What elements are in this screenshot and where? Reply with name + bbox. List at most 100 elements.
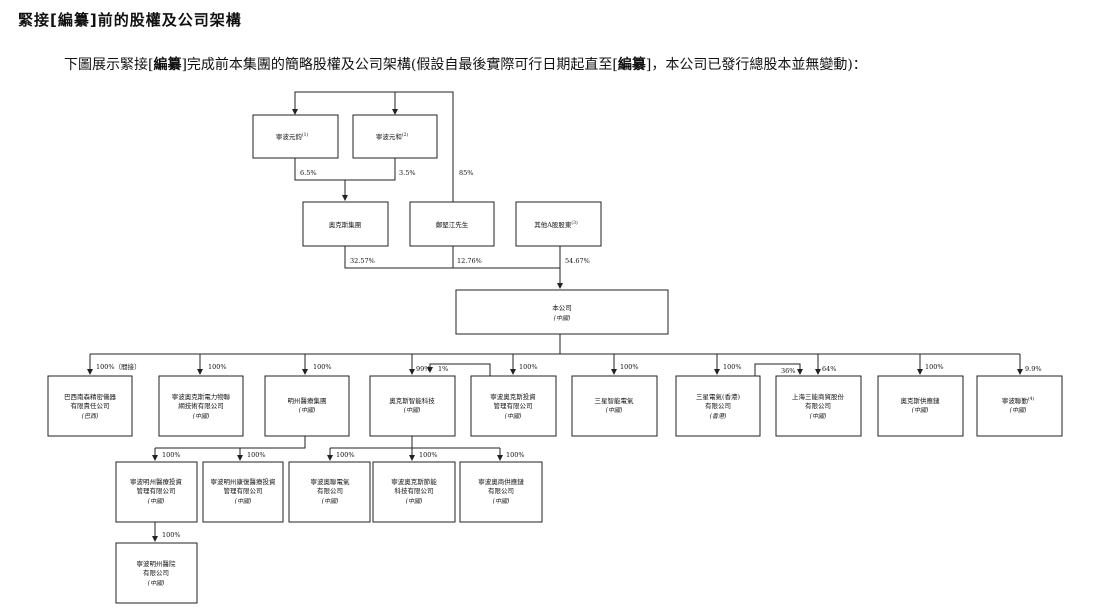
node-jurisdiction: (中國) xyxy=(322,497,339,505)
svg-text:其他A股股東(3): 其他A股股東(3) xyxy=(534,219,578,229)
node-label: 本公司 xyxy=(552,303,572,312)
pct-mingzhou: 100% xyxy=(313,363,332,371)
node-mz-med-invest: 寧波明州醫療投資 管理有限公司 (中國) xyxy=(115,461,198,523)
node-aux-gongying: 寧波奧商供應鏈 有限公司 (中國) xyxy=(459,461,543,523)
node-aux-group: 奧克斯集團 xyxy=(302,201,389,247)
pct-invest: 100% xyxy=(519,363,538,371)
footnote-marker: (2) xyxy=(402,131,409,138)
node-aux-supply: 奧克斯供應鏈 (中國) xyxy=(877,375,964,437)
node-label-line2: 有限公司 xyxy=(143,568,169,577)
node-label: 明州醫療集團 xyxy=(288,396,327,405)
node-label-line2: 有限公司 xyxy=(488,486,514,495)
footnote-marker: (1) xyxy=(302,131,309,138)
pct-mz-invest: 100% xyxy=(162,451,181,459)
pct-yuanhe: 3.5% xyxy=(399,169,416,177)
pct-lian: 9.9% xyxy=(1025,365,1042,373)
node-label: 寧波聯勤 xyxy=(1002,396,1029,405)
node-other-a: 其他A股股東(3) xyxy=(515,201,602,247)
pct-zheng-top: 85% xyxy=(459,169,473,177)
pct-hospital: 100% xyxy=(162,531,181,539)
pct-hk: 100% xyxy=(723,363,742,371)
pct-power: 100% xyxy=(208,363,227,371)
node-label-line2: 有限公司 xyxy=(805,401,831,410)
intro-text-2: ]完成前本集團的簡略股權及公司架構(假設自最後實際可行日期起直至[ xyxy=(181,57,618,73)
node-label: 寧波元鈞 xyxy=(276,132,303,141)
node-label: 巴西南森精密儀器 xyxy=(64,392,117,401)
pct-smart-1: 1% xyxy=(438,365,448,373)
node-jurisdiction: (中國) xyxy=(505,412,522,420)
node-company: 本公司 (中國) xyxy=(455,289,669,335)
node-jurisdiction: (中國) xyxy=(810,412,827,420)
svg-text:寧波元鈞(1): 寧波元鈞(1) xyxy=(276,131,309,141)
node-bazhi: 巴西南森精密儀器 有限責任公司 (巴西) xyxy=(47,375,133,437)
node-label-line2: 有限公司 xyxy=(705,401,731,410)
node-jurisdiction: (中國) xyxy=(406,497,423,505)
node-jurisdiction: (中國) xyxy=(554,314,571,322)
connector xyxy=(427,363,491,376)
node-aux-power: 寧波奧克斯電力物聯 網技術有限公司 (中國) xyxy=(158,375,244,437)
pct-aux-group: 32.57% xyxy=(350,257,375,265)
node-label: 寧波奧克斯節能 xyxy=(391,477,437,486)
node-yuanhe: 寧波元和(2) xyxy=(352,114,438,159)
node-jurisdiction: (中國) xyxy=(404,406,421,414)
node-jurisdiction: (中國) xyxy=(1010,406,1027,414)
node-mz-kangfu: 寧波明州康復醫療投資 管理有限公司 (中國) xyxy=(202,461,284,523)
connector xyxy=(344,246,560,269)
node-label: 三星智能電氣 xyxy=(595,396,635,405)
node-jurisdiction: (中國) xyxy=(912,406,929,414)
connector xyxy=(292,91,454,202)
node-label: 奧克斯智能科技 xyxy=(389,396,435,405)
node-label-line2: 有限責任公司 xyxy=(71,401,110,410)
node-label: 奧克斯集團 xyxy=(329,220,362,229)
node-jurisdiction: (中國) xyxy=(493,497,510,505)
pct-bazhi: 100%（間接） xyxy=(96,362,141,371)
connector xyxy=(754,363,803,376)
node-label: 鄭堅江先生 xyxy=(436,220,469,229)
node-ningbo-lian: 寧波聯勤(4) (中國) xyxy=(976,375,1063,437)
node-mingzhou: 明州醫療集團 (中國) xyxy=(264,375,350,437)
pct-other-a: 54.67% xyxy=(565,257,590,265)
pct-smart: 99% xyxy=(416,365,430,373)
node-label: 寧波奧克斯電力物聯 xyxy=(172,392,231,401)
page-heading: 緊接[編纂]前的股權及公司架構 xyxy=(18,11,242,29)
footnote-marker: (4) xyxy=(1028,395,1035,402)
pct-gongying: 100% xyxy=(506,451,525,459)
node-jurisdiction: (中國) xyxy=(193,412,210,420)
intro-bold-1: 編纂 xyxy=(153,57,182,73)
node-jurisdiction: (香港) xyxy=(710,412,727,420)
pct-aolian: 100% xyxy=(336,451,355,459)
node-label: 寧波明州康復醫療投資 xyxy=(211,477,277,486)
node-label: 寧波明州醫院 xyxy=(137,559,177,568)
node-sh-sanli: 上海三能商貿股份 有限公司 (中國) xyxy=(775,375,862,437)
pct-kangfu: 100% xyxy=(247,451,266,459)
intro-text-1: 下圖展示緊接[ xyxy=(64,57,154,73)
node-label: 寧波奧聯電氣 xyxy=(311,477,351,486)
node-yuanjun: 寧波元鈞(1) xyxy=(252,114,339,159)
node-label-line2: 管理有限公司 xyxy=(494,401,533,410)
pct-jieneng: 100% xyxy=(419,451,438,459)
node-aux-smart: 奧克斯智能科技 (中國) xyxy=(369,375,456,437)
footnote-marker: (3) xyxy=(571,219,578,226)
node-jurisdiction: (中國) xyxy=(299,406,316,414)
node-jurisdiction: (中國) xyxy=(606,406,623,414)
node-label-line2: 網技術有限公司 xyxy=(178,401,224,410)
node-zheng: 鄭堅江先生 xyxy=(409,201,495,247)
node-jurisdiction: (中國) xyxy=(235,497,252,505)
node-label-line2: 科技有限公司 xyxy=(395,486,434,495)
node-aux-invest: 寧波奧克斯投資 管理有限公司 (中國) xyxy=(470,375,557,437)
node-label: 其他A股股東 xyxy=(534,220,572,229)
node-mz-hospital: 寧波明州醫院 有限公司 (中國) xyxy=(115,542,198,604)
node-label: 上海三能商貿股份 xyxy=(792,392,845,401)
connector-lines xyxy=(87,91,1023,542)
node-sanxing-elec: 三星智能電氣 (中國) xyxy=(571,375,658,437)
node-jurisdiction: (巴西) xyxy=(82,413,99,420)
intro-text-3: ]，本公司已發行總股本並無變動)： xyxy=(645,57,867,73)
node-label: 寧波奧克斯投資 xyxy=(490,392,536,401)
node-label: 寧波明州醫療投資 xyxy=(130,477,183,486)
percent-labels: 6.5% 3.5% 85% 32.57% 12.76% 54.67% 100%（… xyxy=(96,169,1042,539)
node-label: 寧波元和 xyxy=(376,132,402,141)
pct-sh-36: 36% xyxy=(781,367,795,375)
pct-sanxing: 100% xyxy=(620,363,639,371)
node-aux-jieneng: 寧波奧克斯節能 科技有限公司 (中國) xyxy=(372,461,456,523)
